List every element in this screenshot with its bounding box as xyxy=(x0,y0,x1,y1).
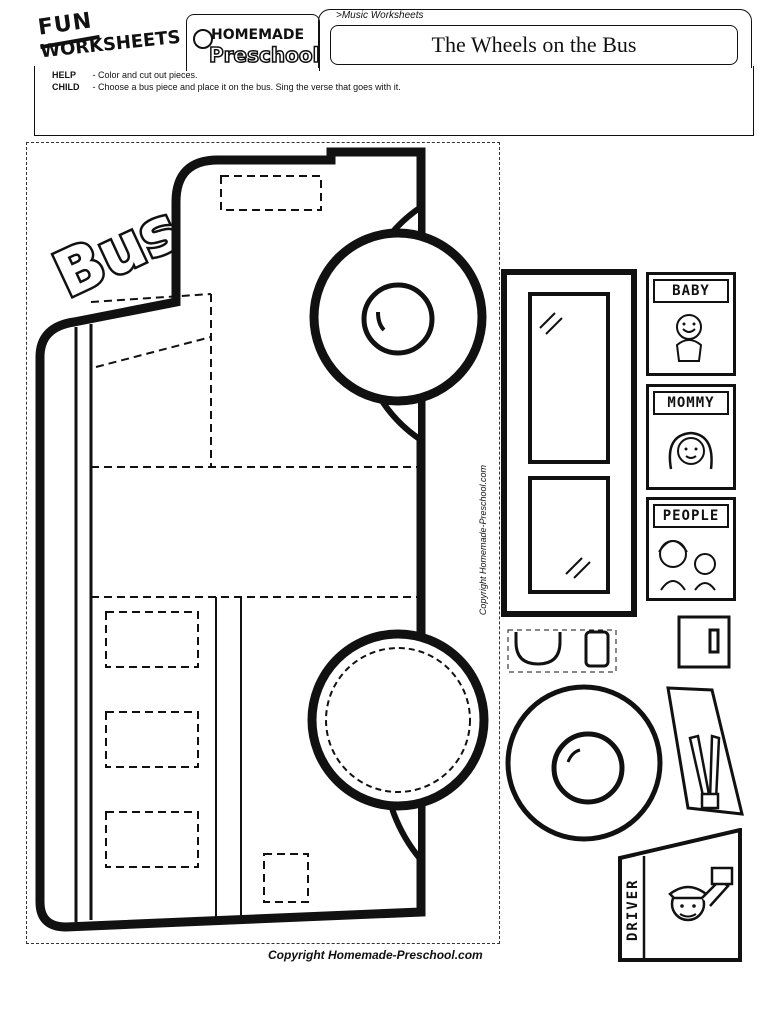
breadcrumb[interactable]: >Music Worksheets xyxy=(336,10,424,21)
help-label: HELP xyxy=(52,70,77,80)
child-label: CHILD xyxy=(52,82,80,92)
baby-icon xyxy=(675,314,703,362)
baby-label: BABY xyxy=(653,279,729,303)
logo-brand-line2: Preschool xyxy=(208,42,320,68)
people-icon xyxy=(658,540,716,591)
title-tab xyxy=(318,9,752,68)
bus-word: Bus xyxy=(43,191,190,311)
mommy-card[interactable]: MOMMY xyxy=(646,384,736,490)
mirror-piece xyxy=(507,629,617,673)
people-label: PEOPLE xyxy=(653,504,729,528)
headlight-bulb xyxy=(361,282,435,356)
headlight-shine xyxy=(376,311,386,332)
wheel-cut-line xyxy=(325,647,471,793)
driver-icon xyxy=(668,866,734,922)
mommy-label: MOMMY xyxy=(653,391,729,415)
page-title: The Wheels on the Bus xyxy=(431,32,637,57)
vertical-copyright: Copyright Homemade-Preschool.com xyxy=(478,465,488,616)
homemade-preschool-logo: HOMEMADE Preschool xyxy=(186,14,320,71)
baby-card[interactable]: BABY xyxy=(646,272,736,376)
instructions-box xyxy=(34,66,754,136)
door-piece xyxy=(501,269,637,617)
wiper-piece xyxy=(666,686,744,816)
sun-icon xyxy=(193,29,213,49)
cut-lines xyxy=(90,175,421,903)
child-instruction: CHILD - Choose a bus piece and place it … xyxy=(52,82,401,92)
title-box: The Wheels on the Bus xyxy=(330,25,738,65)
fun-worksheets-logo: FUN WORKSHEETS xyxy=(34,8,184,74)
footer-copyright: Copyright Homemade-Preschool.com xyxy=(268,948,483,962)
help-text: - Color and cut out pieces. xyxy=(90,70,198,80)
help-instruction: HELP - Color and cut out pieces. xyxy=(52,70,198,80)
people-card[interactable]: PEOPLE xyxy=(646,497,736,601)
child-text: - Choose a bus piece and place it on the… xyxy=(90,82,401,92)
mommy-icon xyxy=(668,431,713,470)
driver-card[interactable] xyxy=(616,828,746,964)
bus-drawing: Bus xyxy=(35,147,489,932)
logo-brand-line1: HOMEMADE xyxy=(211,27,305,43)
door-handle-piece xyxy=(677,615,731,669)
headlight-piece xyxy=(505,684,663,842)
bus-cutout-frame xyxy=(26,142,500,944)
driver-label: DRIVER xyxy=(625,878,641,942)
